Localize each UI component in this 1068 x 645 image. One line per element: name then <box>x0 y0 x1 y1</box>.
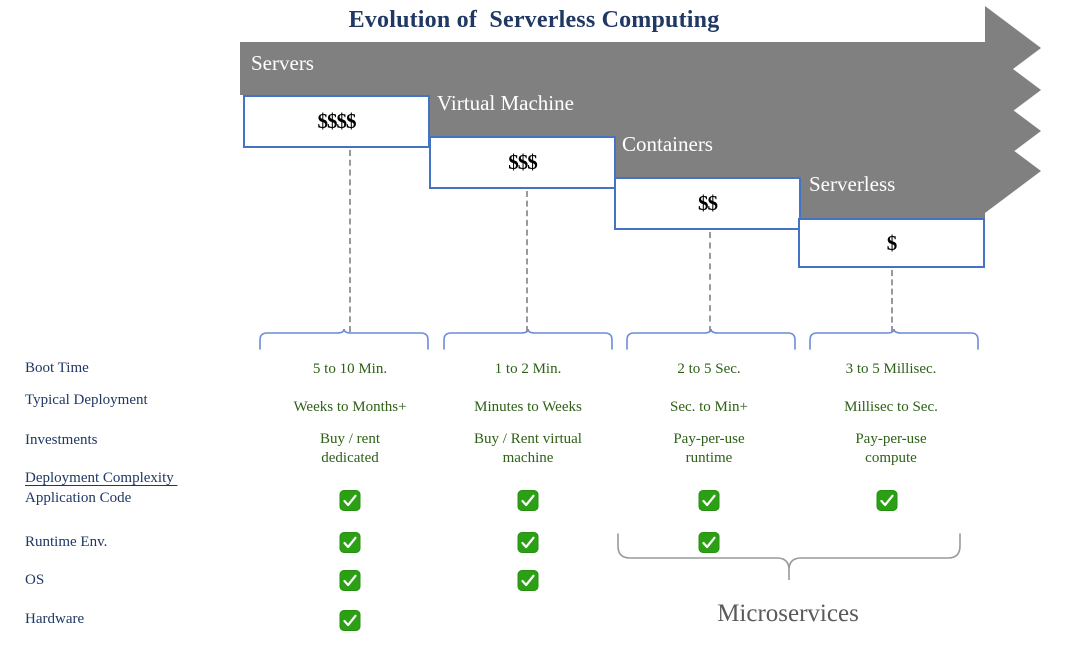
connector-dashed-containers <box>709 232 711 332</box>
cost-box-virtual-machine: $$$ <box>429 136 616 189</box>
cost-box-serverless: $ <box>798 218 985 268</box>
cell-boot-time-servers: 5 to 10 Min. <box>312 361 388 377</box>
row-label-investments: Investments <box>25 432 98 448</box>
stage-label-serverless: Serverless <box>809 172 896 196</box>
row-label-hardware: Hardware <box>25 611 85 627</box>
check-os-virtual-machine <box>517 570 539 591</box>
connector-dashed-serverless <box>891 270 893 332</box>
cell-typical-deployment-serverless: Millisec to Sec. <box>844 399 938 415</box>
cost-box-containers: $$ <box>614 177 801 230</box>
connector-dashed-servers <box>349 150 351 332</box>
stage-label-servers: Servers <box>251 51 314 75</box>
cell-investments-containers: Pay-per-use runtime <box>673 431 745 466</box>
row-label-boot-time: Boot Time <box>25 360 89 376</box>
connector-dashed-virtual-machine <box>526 191 528 332</box>
cost-box-servers: $$$$ <box>243 95 430 148</box>
check-application-code-servers <box>339 490 361 511</box>
cost-value-serverless: $ <box>886 230 897 255</box>
check-application-code-virtual-machine <box>517 490 539 511</box>
stage-label-virtual-machine: Virtual Machine <box>437 91 574 115</box>
check-runtime-env-servers <box>339 532 361 553</box>
row-label-runtime-env: Runtime Env. <box>25 534 108 550</box>
cell-typical-deployment-containers: Sec. to Min+ <box>669 399 749 415</box>
row-label-deployment-complexity: Deployment Complexity <box>25 470 178 486</box>
arrow-head-serverless <box>985 129 1041 213</box>
stage-label-containers: Containers <box>622 132 713 156</box>
column-brace-containers <box>625 328 797 355</box>
column-brace-serverless <box>808 328 980 355</box>
check-os-servers <box>339 570 361 591</box>
row-label-typical-deployment: Typical Deployment <box>25 392 148 408</box>
cell-typical-deployment-virtual-machine: Minutes to Weeks <box>474 399 582 415</box>
check-hardware-servers <box>339 610 361 631</box>
check-runtime-env-containers <box>698 532 720 553</box>
cell-investments-virtual-machine: Buy / Rent virtual machine <box>474 431 582 466</box>
check-application-code-containers <box>698 490 720 511</box>
cost-value-servers: $$$$ <box>317 109 357 133</box>
cost-value-virtual-machine: $$$ <box>508 150 537 174</box>
cost-value-containers: $$ <box>698 191 718 215</box>
column-brace-virtual-machine <box>442 328 614 355</box>
page-title: Evolution of Serverless Computing <box>348 7 720 33</box>
row-label-os: OS <box>25 572 45 588</box>
cell-investments-servers: Buy / rent dedicated <box>320 431 380 466</box>
check-application-code-serverless <box>876 490 898 511</box>
row-label-application-code: Application Code <box>25 490 132 506</box>
cell-boot-time-virtual-machine: 1 to 2 Min. <box>494 361 562 377</box>
column-brace-servers <box>258 328 430 355</box>
arrow-band-serverless <box>798 165 985 218</box>
check-runtime-env-virtual-machine <box>517 532 539 553</box>
cell-typical-deployment-servers: Weeks to Months+ <box>293 399 407 415</box>
cell-boot-time-serverless: 3 to 5 Millisec. <box>845 361 937 377</box>
cell-investments-serverless: Pay-per-use compute <box>855 431 927 466</box>
cell-boot-time-containers: 2 to 5 Sec. <box>677 361 741 377</box>
microservices-label: Microservices <box>717 600 859 627</box>
microservices-brace <box>615 532 963 587</box>
